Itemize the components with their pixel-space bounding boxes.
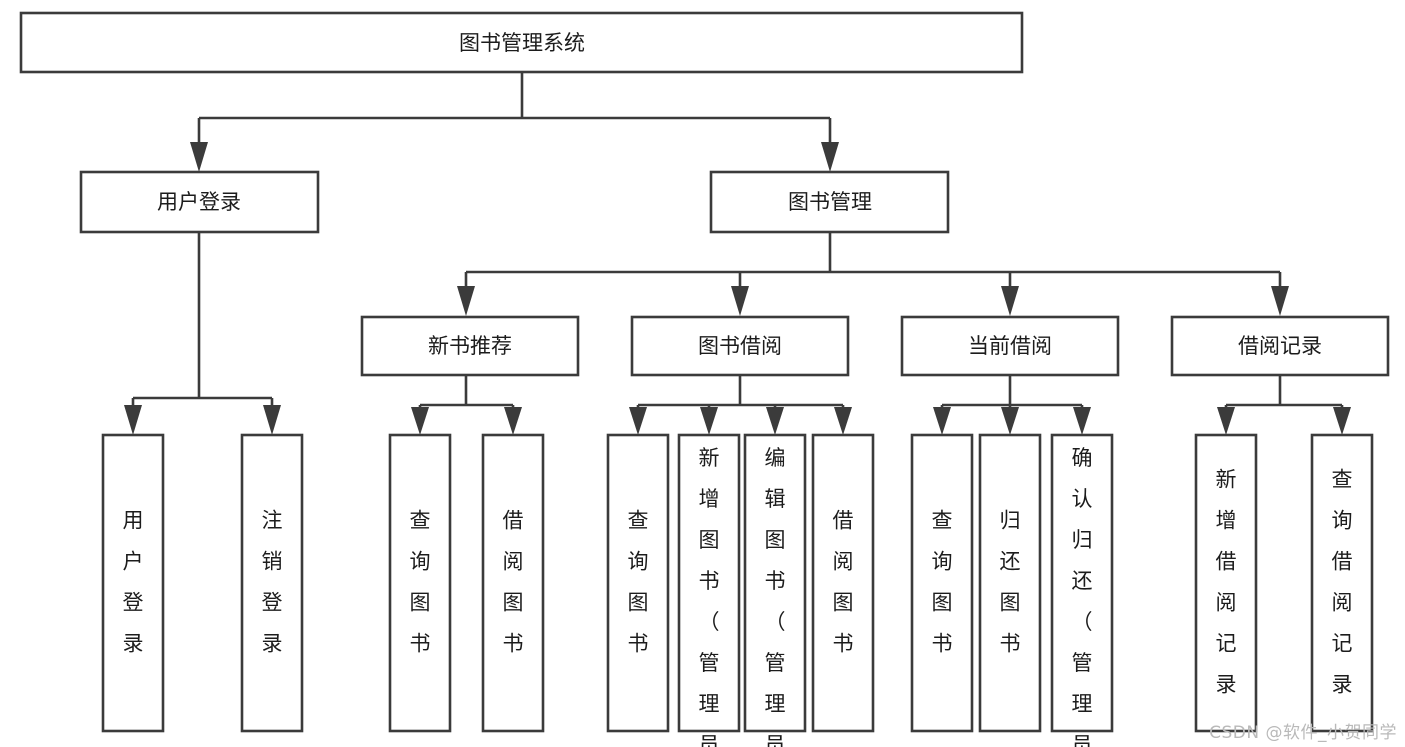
leaf-book-borrow-query-label: 查询图书 <box>628 509 649 656</box>
leaf-user-login-logout-label: 注销登录 <box>262 509 283 656</box>
connector-layer <box>124 72 1351 435</box>
arrow-head-to-user-login <box>190 142 208 172</box>
node-new-book-recommend-box[interactable] <box>360 315 580 377</box>
arrow-head-leaf-borrow-record-2 <box>1333 407 1351 435</box>
leaf-new-book-query-box[interactable] <box>388 433 452 733</box>
node-user-login-label: 用户登录 <box>157 190 241 214</box>
leaf-current-borrow-query-label: 查询图书 <box>932 509 953 656</box>
leaf-book-borrow-borrow-label: 借阅图书 <box>833 509 854 656</box>
leaf-book-borrow-edit-label: 编辑图书（管理员） <box>765 446 786 747</box>
arrow-head-leaf-new-book-1 <box>411 407 429 435</box>
node-current-borrow-label: 当前借阅 <box>968 334 1052 358</box>
leaf-new-book-borrow-box[interactable] <box>481 433 545 733</box>
node-user-login-box[interactable] <box>79 170 320 234</box>
leaf-current-borrow-return-label: 归还图书 <box>1000 509 1021 656</box>
node-book-borrow-box[interactable] <box>630 315 850 377</box>
leaf-borrow-record-query-label: 查询借阅记录 <box>1332 468 1353 697</box>
arrow-head-leaf-user-login-1 <box>124 405 142 435</box>
leaf-user-login-logout[interactable]: 注销登录 <box>240 433 304 733</box>
node-borrow-record-box[interactable] <box>1170 315 1390 377</box>
arrow-head-to-book-borrow <box>731 286 749 316</box>
leaf-book-borrow-borrow-box[interactable] <box>811 433 875 733</box>
node-new-book-recommend[interactable]: 新书推荐 <box>360 315 580 377</box>
arrow-head-leaf-user-login-2 <box>263 405 281 435</box>
node-borrow-record[interactable]: 借阅记录 <box>1170 315 1390 377</box>
node-new-book-recommend-label: 新书推荐 <box>428 334 512 358</box>
arrow-head-to-borrow-record <box>1271 286 1289 316</box>
node-current-borrow-box[interactable] <box>900 315 1120 377</box>
arrow-head-to-book-mgmt <box>821 142 839 172</box>
leaf-new-book-borrow[interactable]: 借阅图书 <box>481 433 545 733</box>
leaf-current-borrow-return[interactable]: 归还图书 <box>978 433 1042 733</box>
node-book-management[interactable]: 图书管理 <box>709 170 950 234</box>
arrow-head-leaf-book-borrow-4 <box>834 407 852 435</box>
node-current-borrow[interactable]: 当前借阅 <box>900 315 1120 377</box>
node-borrow-record-label: 借阅记录 <box>1238 334 1322 358</box>
arrow-head-to-current-borrow <box>1001 286 1019 316</box>
leaf-new-book-borrow-label: 借阅图书 <box>503 509 524 656</box>
leaf-book-borrow-query[interactable]: 查询图书 <box>606 433 670 733</box>
leaf-user-login-login[interactable]: 用户登录 <box>101 433 165 733</box>
leaf-new-book-query[interactable]: 查询图书 <box>388 433 452 733</box>
leaf-user-login-logout-box[interactable] <box>240 433 304 733</box>
leaf-current-borrow-query[interactable]: 查询图书 <box>910 433 974 733</box>
leaf-borrow-record-add-label: 新增借阅记录 <box>1216 468 1237 697</box>
leaf-book-borrow-add-box[interactable] <box>677 433 741 733</box>
arrow-head-leaf-book-borrow-2 <box>700 407 718 435</box>
leaf-current-borrow-confirm[interactable]: 确认归还（管理员） <box>1050 433 1114 747</box>
leaf-user-login-login-label: 用户登录 <box>123 509 144 656</box>
node-root[interactable]: 图书管理系统 <box>19 11 1024 74</box>
leaf-book-borrow-add[interactable]: 新增图书（管理员） <box>677 433 741 747</box>
leaf-current-borrow-confirm-box[interactable] <box>1050 433 1114 733</box>
arrow-head-leaf-book-borrow-1 <box>629 407 647 435</box>
leaf-borrow-record-query[interactable]: 查询借阅记录 <box>1310 433 1374 733</box>
arrow-head-leaf-current-borrow-3 <box>1073 407 1091 435</box>
node-root-label: 图书管理系统 <box>459 31 585 55</box>
leaf-borrow-record-add[interactable]: 新增借阅记录 <box>1194 433 1258 733</box>
leaf-current-borrow-return-box[interactable] <box>978 433 1042 733</box>
leaf-borrow-record-query-box[interactable] <box>1310 433 1374 733</box>
leaf-book-borrow-edit[interactable]: 编辑图书（管理员） <box>743 433 807 747</box>
leaf-user-login-login-box[interactable] <box>101 433 165 733</box>
node-root-box[interactable] <box>19 11 1024 74</box>
leaf-book-borrow-query-box[interactable] <box>606 433 670 733</box>
node-user-login[interactable]: 用户登录 <box>79 170 320 234</box>
leaf-book-borrow-borrow[interactable]: 借阅图书 <box>811 433 875 733</box>
leaf-book-borrow-edit-box[interactable] <box>743 433 807 733</box>
node-book-borrow-label: 图书借阅 <box>698 334 782 358</box>
arrow-head-to-new-book <box>457 286 475 316</box>
arrow-head-leaf-book-borrow-3 <box>766 407 784 435</box>
arrow-head-leaf-new-book-2 <box>504 407 522 435</box>
leaf-book-borrow-add-label: 新增图书（管理员） <box>699 446 720 747</box>
leaf-current-borrow-confirm-label: 确认归还（管理员） <box>1072 446 1093 747</box>
arrow-head-leaf-current-borrow-1 <box>933 407 951 435</box>
node-book-management-box[interactable] <box>709 170 950 234</box>
arrow-head-leaf-borrow-record-1 <box>1217 407 1235 435</box>
node-book-borrow[interactable]: 图书借阅 <box>630 315 850 377</box>
node-book-management-label: 图书管理 <box>788 190 872 214</box>
arrow-head-leaf-current-borrow-2 <box>1001 407 1019 435</box>
leaf-new-book-query-label: 查询图书 <box>410 509 431 656</box>
leaf-borrow-record-add-box[interactable] <box>1194 433 1258 733</box>
leaf-current-borrow-query-box[interactable] <box>910 433 974 733</box>
